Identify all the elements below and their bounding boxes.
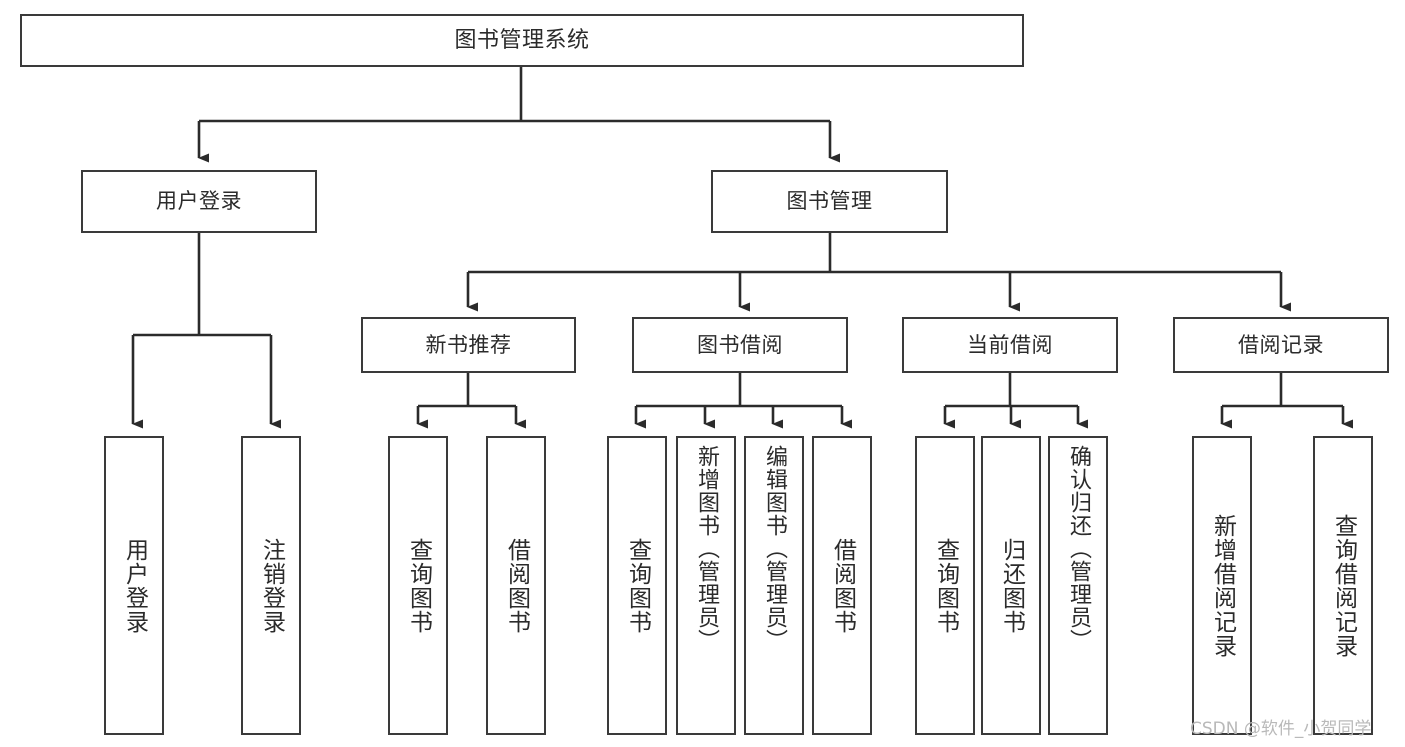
watermark-label: CSDN @软件_小贺同学 xyxy=(1190,719,1372,739)
node-leaf-add-book[interactable]: 新增图书（管理员） xyxy=(676,436,736,735)
node-new-book-rec[interactable]: 新书推荐 xyxy=(361,317,576,373)
node-book-borrow-label: 图书借阅 xyxy=(697,332,783,357)
node-book-manage[interactable]: 图书管理 xyxy=(711,170,948,233)
node-leaf-edit-book-label: 编辑图书（管理员） xyxy=(762,445,787,652)
node-leaf-user-login-label: 用户登录 xyxy=(121,537,148,634)
node-leaf-edit-book[interactable]: 编辑图书（管理员） xyxy=(744,436,804,735)
node-leaf-confirm-return-label: 确认归还（管理员） xyxy=(1066,445,1091,652)
node-leaf-query-book-1[interactable]: 查询图书 xyxy=(388,436,448,735)
node-leaf-query-book-2-label: 查询图书 xyxy=(624,537,651,634)
node-leaf-borrow-book-1[interactable]: 借阅图书 xyxy=(486,436,546,735)
node-leaf-query-book-1-label: 查询图书 xyxy=(405,537,432,634)
node-book-borrow[interactable]: 图书借阅 xyxy=(632,317,848,373)
node-leaf-return-book[interactable]: 归还图书 xyxy=(981,436,1041,735)
node-leaf-query-record-label: 查询借阅记录 xyxy=(1330,513,1357,658)
node-leaf-confirm-return[interactable]: 确认归还（管理员） xyxy=(1048,436,1108,735)
node-borrow-record[interactable]: 借阅记录 xyxy=(1173,317,1389,373)
node-leaf-query-record[interactable]: 查询借阅记录 xyxy=(1313,436,1373,735)
node-current-borrow[interactable]: 当前借阅 xyxy=(902,317,1118,373)
node-leaf-add-record[interactable]: 新增借阅记录 xyxy=(1192,436,1252,735)
node-leaf-query-book-2[interactable]: 查询图书 xyxy=(607,436,667,735)
node-user-login[interactable]: 用户登录 xyxy=(81,170,317,233)
node-root[interactable]: 图书管理系统 xyxy=(20,14,1024,67)
node-leaf-add-record-label: 新增借阅记录 xyxy=(1209,513,1236,658)
node-new-book-rec-label: 新书推荐 xyxy=(425,332,512,357)
node-leaf-return-book-label: 归还图书 xyxy=(998,537,1025,634)
node-borrow-record-label: 借阅记录 xyxy=(1238,332,1324,357)
node-current-borrow-label: 当前借阅 xyxy=(967,332,1053,357)
node-leaf-logout[interactable]: 注销登录 xyxy=(241,436,301,735)
node-leaf-borrow-book-2-label: 借阅图书 xyxy=(829,537,856,634)
node-leaf-query-book-3[interactable]: 查询图书 xyxy=(915,436,975,735)
node-leaf-logout-label: 注销登录 xyxy=(258,537,285,634)
node-leaf-add-book-label: 新增图书（管理员） xyxy=(694,445,719,652)
node-root-label: 图书管理系统 xyxy=(454,27,590,53)
node-book-manage-label: 图书管理 xyxy=(786,189,873,214)
node-leaf-query-book-3-label: 查询图书 xyxy=(932,537,959,634)
node-leaf-user-login[interactable]: 用户登录 xyxy=(104,436,164,735)
node-leaf-borrow-book-2[interactable]: 借阅图书 xyxy=(812,436,872,735)
node-leaf-borrow-book-1-label: 借阅图书 xyxy=(503,537,530,634)
node-user-login-label: 用户登录 xyxy=(156,189,242,214)
